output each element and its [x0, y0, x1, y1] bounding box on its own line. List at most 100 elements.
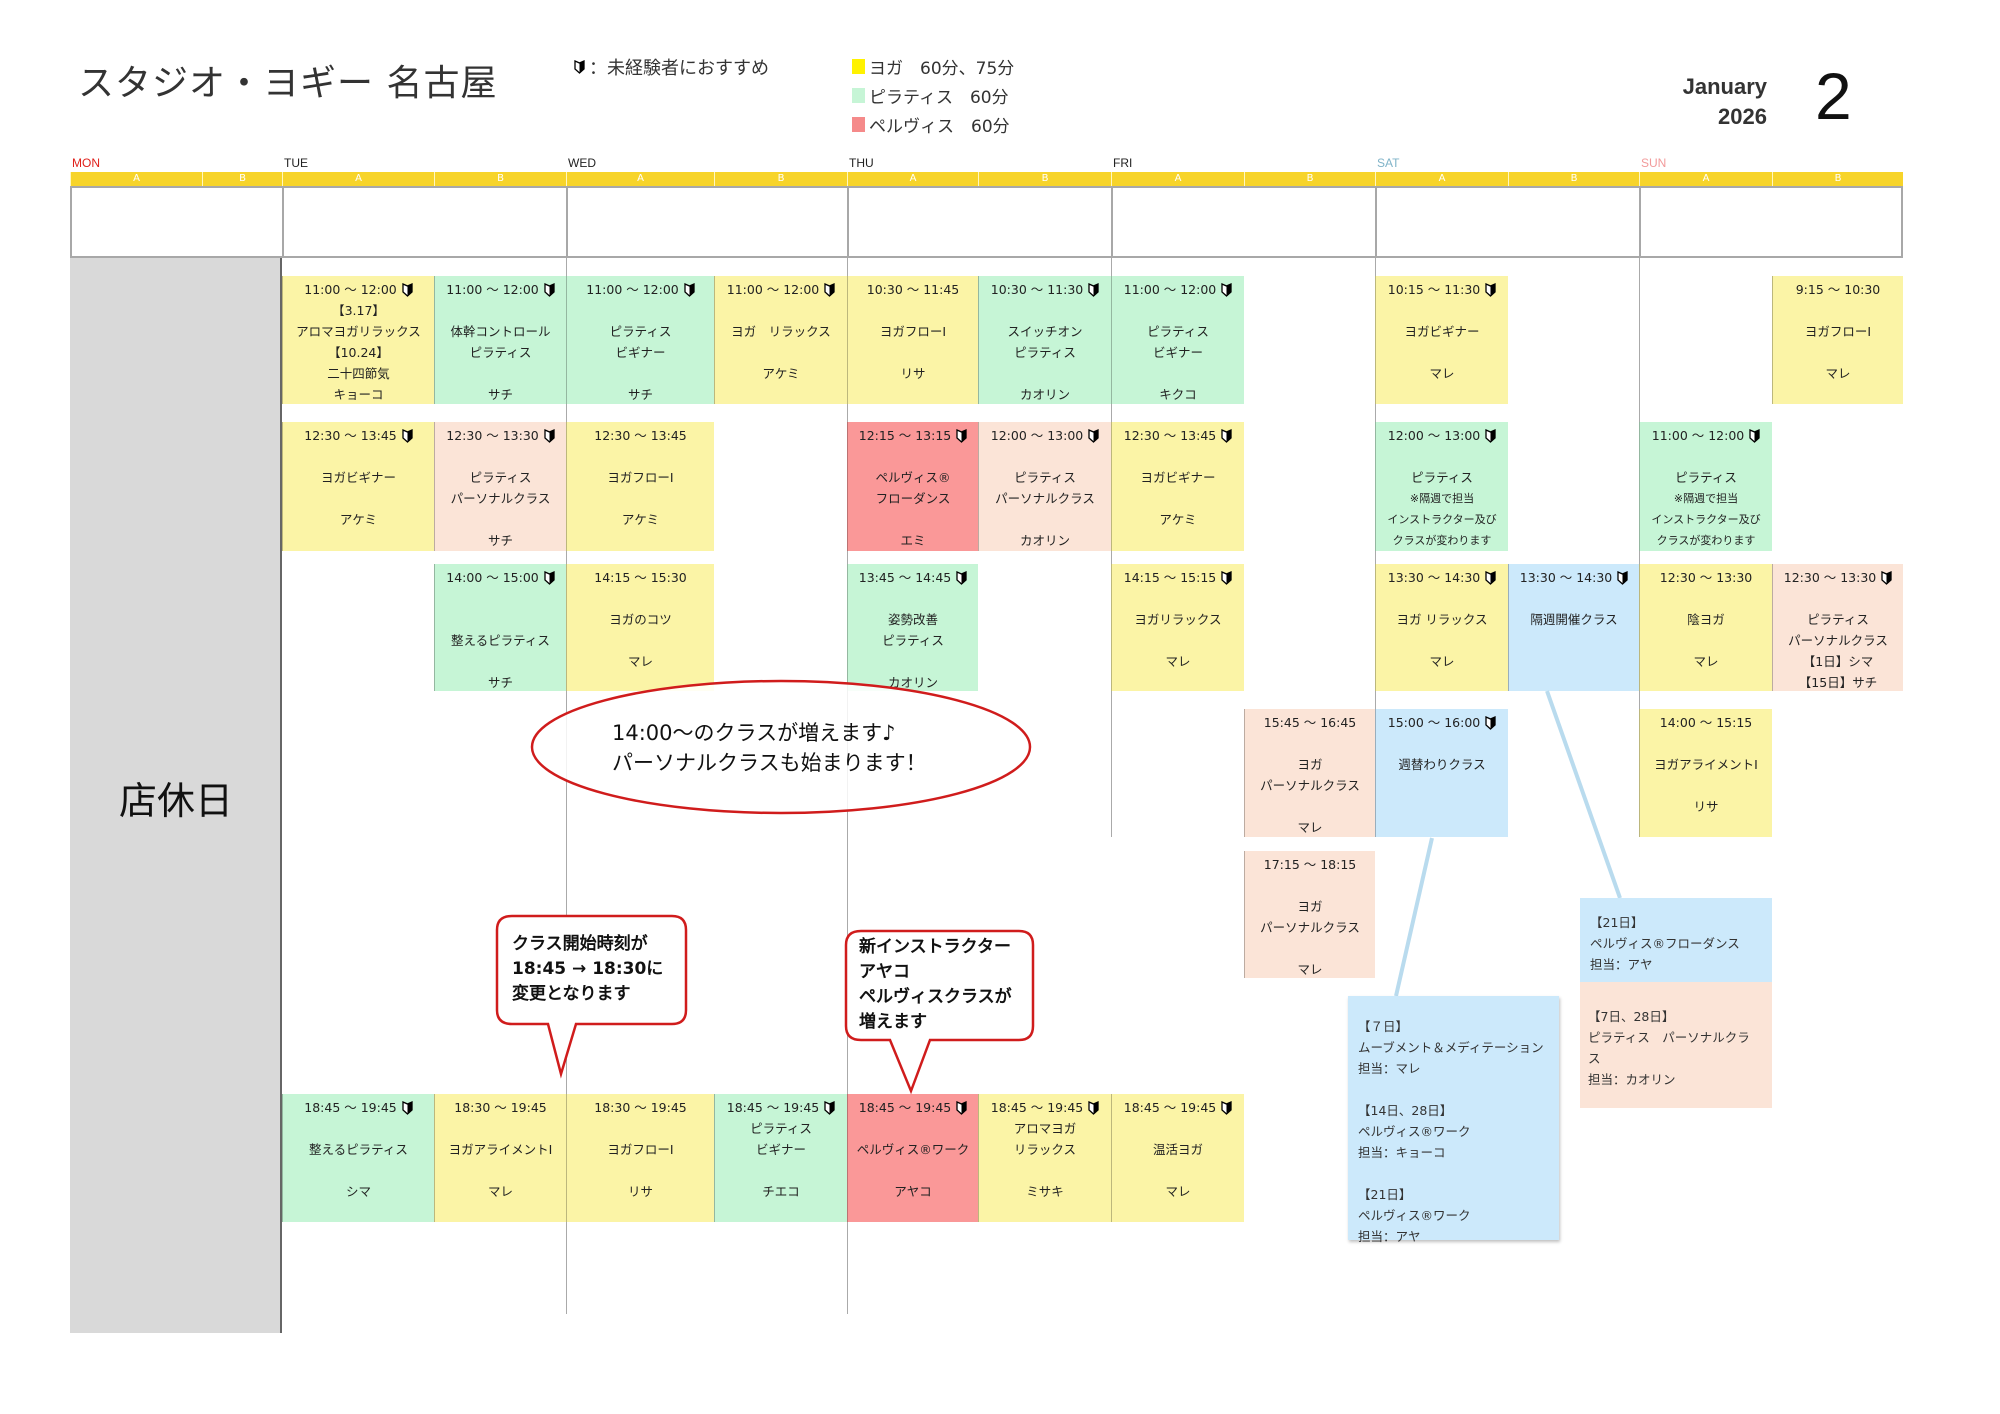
class-line: キョーコ — [333, 387, 384, 402]
class-cell[interactable]: 11:00 ～ 12:00【3.17】アロマヨガリラックス【10.24】二十四節… — [282, 276, 434, 404]
day-divider-line — [566, 258, 567, 1314]
class-time: 12:00 ～ 13:00 — [979, 425, 1111, 446]
class-line: ピラティス — [1675, 470, 1737, 485]
class-line: アヤコ — [894, 1184, 932, 1199]
class-line: ※隔週で担当 — [1673, 492, 1739, 505]
popup-line: 【７日】 — [1358, 1019, 1409, 1034]
beginner-mark-icon — [1221, 570, 1232, 585]
class-line: マレ — [627, 654, 653, 669]
callout-line: ペルヴィスクラスが — [859, 987, 1012, 1007]
class-line: スイッチオン — [1007, 324, 1083, 339]
class-line: リサ — [900, 366, 926, 381]
class-time: 11:00 ～ 12:00 — [1112, 279, 1244, 300]
class-line: 整えるピラティス — [451, 633, 550, 648]
announcement-ellipse — [530, 679, 1032, 815]
class-line: ヨガフローⅠ — [607, 470, 674, 485]
class-line: アロマヨガリラックス — [296, 324, 421, 339]
class-time-text: 10:15 ～ 11:30 — [1387, 282, 1481, 297]
day-label-fri: FRI — [1113, 156, 1133, 170]
class-time-text: 18:45 ～ 19:45 — [304, 1100, 397, 1115]
popup-line: ス — [1588, 1051, 1601, 1066]
popup-line: ピラティス パーソナルクラ — [1588, 1030, 1750, 1045]
class-time: 10:15 ～ 11:30 — [1376, 279, 1508, 300]
callout-line: 変更となります — [512, 984, 631, 1004]
header-divider — [566, 188, 568, 256]
class-line: パーソナルクラス — [450, 491, 551, 506]
class-time: 12:30 ～ 13:30 — [435, 425, 566, 446]
class-line: インストラクター及び — [1651, 513, 1761, 526]
beginner-mark-icon — [1088, 1100, 1099, 1115]
popup-line: ムーブメント＆メディテーション — [1358, 1040, 1544, 1055]
class-line: ペルヴィス® — [875, 470, 951, 485]
popup-line: 【14日、28日】 — [1358, 1103, 1453, 1118]
sun-popup-pelvis: 【21日】ペルヴィス®フローダンス担当：アヤ — [1580, 898, 1772, 982]
beginner-mark-icon — [544, 428, 555, 443]
beginner-mark-icon — [1088, 282, 1099, 297]
slot-label: A — [1639, 172, 1772, 186]
class-time: 18:45 ～ 19:45 — [848, 1097, 978, 1118]
class-time: 11:00 ～ 12:00 — [715, 279, 847, 300]
class-line: シマ — [345, 1184, 371, 1199]
class-time-text: 12:30 ～ 13:45 — [594, 428, 687, 443]
class-time: 18:45 ～ 19:45 — [1112, 1097, 1244, 1118]
class-time: 18:45 ～ 19:45 — [979, 1097, 1111, 1118]
class-line: ピラティス — [1014, 470, 1076, 485]
class-time: 11:00 ～ 12:00 — [1640, 425, 1772, 446]
class-time-text: 11:00 ～ 12:00 — [1651, 428, 1745, 443]
callout-line: アヤコ — [859, 962, 910, 982]
class-time-text: 10:30 ～ 11:45 — [866, 282, 960, 297]
class-time: 11:00 ～ 12:00 — [435, 279, 566, 300]
class-line: マレ — [1297, 962, 1323, 977]
class-time-text: 12:00 ～ 13:00 — [1387, 428, 1481, 443]
beginner-mark-icon — [824, 282, 835, 297]
class-time: 18:45 ～ 19:45 — [715, 1097, 847, 1118]
slot-label: A — [566, 172, 714, 186]
class-time-text: 10:30 ～ 11:30 — [990, 282, 1084, 297]
class-line: ヨガ — [1297, 899, 1323, 914]
popup-line: 【7日、28日】 — [1588, 1009, 1675, 1024]
header-divider — [1639, 188, 1641, 256]
class-line: サチ — [627, 387, 653, 402]
class-line: 【15日】サチ — [1798, 675, 1878, 690]
class-line: アケミ — [339, 512, 378, 527]
day-label-tue: TUE — [284, 156, 308, 170]
slot-label: B — [434, 172, 566, 186]
class-time-text: 18:45 ～ 19:45 — [990, 1100, 1084, 1115]
class-time-text: 18:45 ～ 19:45 — [726, 1100, 820, 1115]
